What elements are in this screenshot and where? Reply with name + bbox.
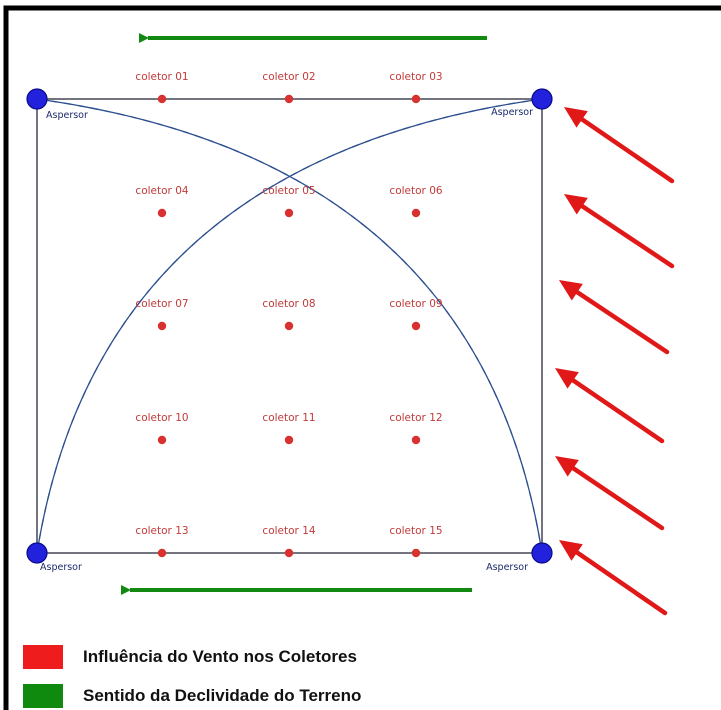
collector: coletor 03	[389, 71, 443, 104]
sprinkler-bottom-left: Aspersor	[26, 542, 82, 573]
sprinkler-label: Aspersor	[486, 562, 528, 573]
wind-arrow	[555, 456, 665, 531]
sprinkler-coverage-arcs	[36, 98, 543, 554]
collector: coletor 01	[135, 71, 189, 104]
collectors: coletor 01 coletor 02 coletor 03 coletor 04…	[135, 71, 443, 558]
collector-dot	[284, 548, 294, 558]
sprinkler-label: Aspersor	[40, 562, 82, 573]
collector: coletor 02	[262, 71, 316, 104]
collector-dot	[157, 94, 167, 104]
collector-label: coletor 15	[389, 525, 442, 537]
wind-arrow	[555, 368, 665, 444]
collector-label: coletor 09	[389, 298, 442, 310]
collector: coletor 12	[389, 412, 443, 445]
collector-dot	[411, 435, 421, 445]
slope-arrows	[121, 33, 487, 595]
collector-dot	[284, 94, 294, 104]
collector-label: coletor 03	[389, 71, 442, 83]
collector-dot	[157, 435, 167, 445]
collector-dot	[157, 548, 167, 558]
collector: coletor 09	[389, 298, 443, 331]
collector-dot	[157, 321, 167, 331]
collector-dot	[411, 94, 421, 104]
collector-label: coletor 06	[389, 185, 442, 197]
figure-frame	[3, 5, 721, 710]
collector: coletor 07	[135, 298, 189, 331]
coverage-arc-bottom-left	[36, 98, 543, 554]
wind-arrow	[564, 107, 675, 184]
sprinkler-top-right: Aspersor	[491, 88, 553, 118]
sprinkler-label: Aspersor	[491, 107, 533, 118]
sprinkler-icon	[26, 542, 48, 564]
legend-item-slope: Sentido da Declividade do Terreno	[23, 684, 361, 708]
wind-arrow	[559, 280, 670, 355]
collector: coletor 10	[135, 412, 189, 445]
collector-dot	[411, 321, 421, 331]
legend-swatch-slope	[23, 684, 63, 708]
collector: coletor 13	[135, 525, 189, 558]
legend-label-slope: Sentido da Declividade do Terreno	[83, 686, 362, 705]
collector-dot	[284, 321, 294, 331]
collector-dot	[157, 208, 167, 218]
collector-label: coletor 12	[389, 412, 442, 424]
collector-label: coletor 02	[262, 71, 315, 83]
collector-label: coletor 11	[262, 412, 315, 424]
collector: coletor 08	[262, 298, 316, 331]
legend-item-wind: Influência do Vento nos Coletores	[23, 645, 357, 669]
collector: coletor 15	[389, 525, 443, 558]
sprinkler-icon	[531, 542, 553, 564]
collector-dot	[284, 208, 294, 218]
collector: coletor 06	[389, 185, 443, 218]
collector-label: coletor 13	[135, 525, 188, 537]
collector-label: coletor 05	[262, 185, 315, 197]
collector-label: coletor 01	[135, 71, 188, 83]
sprinkler-icon	[26, 88, 48, 110]
collector-label: coletor 10	[135, 412, 188, 424]
sprinkler-label: Aspersor	[46, 110, 88, 121]
collector-dot	[284, 435, 294, 445]
coverage-arc-bottom-right	[36, 98, 543, 554]
collector-label: coletor 07	[135, 298, 188, 310]
collector-dot	[411, 548, 421, 558]
collector-label: coletor 08	[262, 298, 315, 310]
collector: coletor 14	[262, 525, 316, 558]
legend-swatch-wind	[23, 645, 63, 669]
collector: coletor 05	[262, 185, 316, 218]
sprinkler-top-left: Aspersor	[26, 88, 88, 121]
sprinkler-icon	[531, 88, 553, 110]
collector: coletor 11	[262, 412, 316, 445]
collector: coletor 04	[135, 185, 189, 218]
collector-label: coletor 14	[262, 525, 315, 537]
collector-label: coletor 04	[135, 185, 188, 197]
sprinkler-bottom-right: Aspersor	[486, 542, 553, 573]
legend-label-wind: Influência do Vento nos Coletores	[83, 647, 357, 666]
wind-arrow	[559, 540, 668, 616]
wind-arrow	[564, 194, 675, 269]
wind-arrows	[555, 107, 675, 616]
collector-dot	[411, 208, 421, 218]
